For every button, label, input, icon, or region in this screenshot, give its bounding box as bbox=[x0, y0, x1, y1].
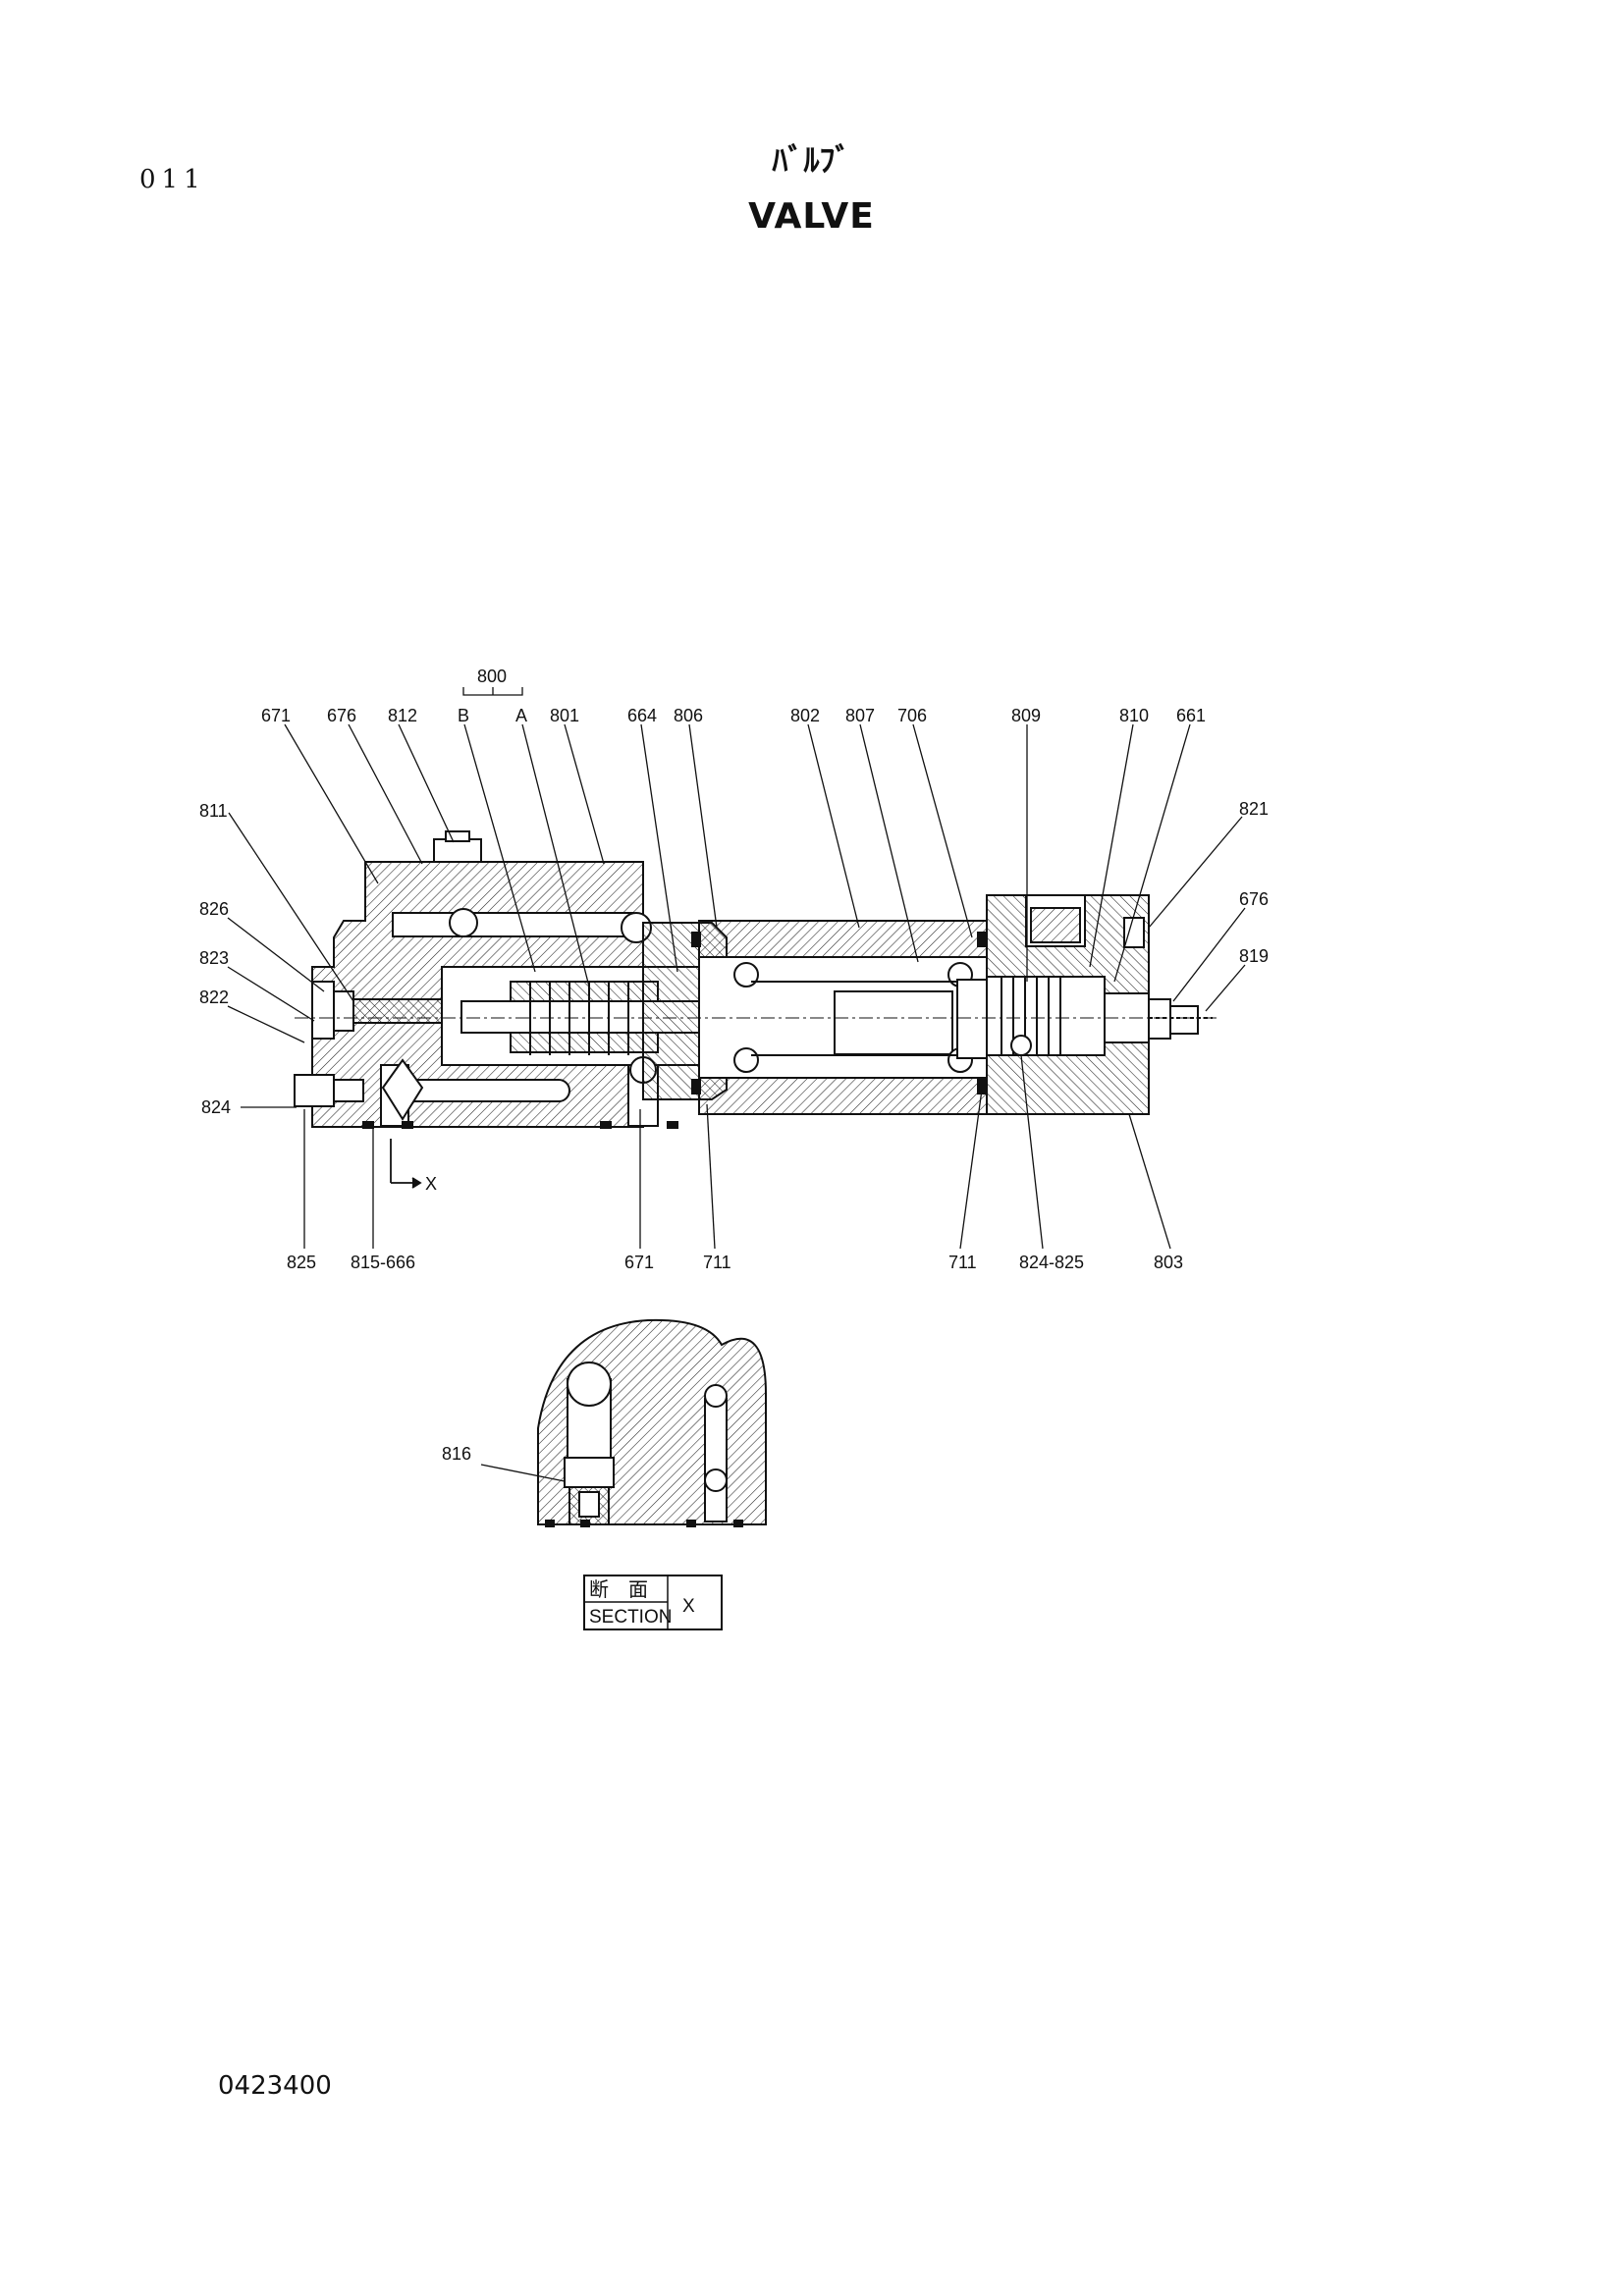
label-821: 821 bbox=[1239, 799, 1269, 819]
label-824-825: 824-825 bbox=[1019, 1253, 1084, 1272]
leader-lines bbox=[227, 687, 1246, 1483]
label-800: 800 bbox=[477, 667, 507, 686]
part-labels: 800 B A 671 676 812 801 664 806 802 807 … bbox=[199, 667, 1269, 1464]
label-801: 801 bbox=[550, 706, 579, 725]
label-803: 803 bbox=[1154, 1253, 1183, 1272]
label-810: 810 bbox=[1119, 706, 1149, 725]
label-826: 826 bbox=[199, 899, 229, 919]
label-816: 816 bbox=[442, 1444, 471, 1464]
section-mark: X bbox=[682, 1596, 695, 1617]
section-arrow bbox=[390, 1139, 422, 1189]
label-711-left: 711 bbox=[703, 1253, 731, 1272]
label-671-bottom: 671 bbox=[624, 1253, 654, 1272]
title-japanese: ﾊﾞﾙﾌﾞ bbox=[772, 141, 851, 179]
valve-cross-section bbox=[294, 830, 1217, 1129]
label-671-top: 671 bbox=[261, 706, 291, 725]
title-english: VALVE bbox=[748, 196, 875, 237]
piston-807 bbox=[733, 962, 988, 1073]
label-706: 706 bbox=[897, 706, 927, 725]
label-806: 806 bbox=[674, 706, 703, 725]
poppet-809 bbox=[1001, 977, 1061, 1056]
section-box: 断 面 SECTION X bbox=[583, 1575, 723, 1630]
left-end-plugs bbox=[294, 981, 443, 1107]
label-802: 802 bbox=[790, 706, 820, 725]
label-port-b: B bbox=[458, 706, 469, 725]
label-676-right: 676 bbox=[1239, 889, 1269, 909]
label-port-a: A bbox=[515, 706, 527, 725]
label-822: 822 bbox=[199, 988, 229, 1007]
label-819: 819 bbox=[1239, 946, 1269, 966]
page-number: 011 bbox=[139, 165, 206, 194]
label-661: 661 bbox=[1176, 706, 1206, 725]
section-x-detail bbox=[537, 1318, 767, 1527]
label-664: 664 bbox=[627, 706, 657, 725]
label-823: 823 bbox=[199, 948, 229, 968]
label-807: 807 bbox=[845, 706, 875, 725]
section-label-en: SECTION bbox=[589, 1607, 672, 1628]
label-809: 809 bbox=[1011, 706, 1041, 725]
label-711-right: 711 bbox=[948, 1253, 977, 1272]
section-label-jp: 断 面 bbox=[589, 1577, 648, 1601]
top-plug-812 bbox=[433, 838, 482, 863]
label-676-top: 676 bbox=[327, 706, 356, 725]
label-812: 812 bbox=[388, 706, 417, 725]
label-825: 825 bbox=[287, 1253, 316, 1272]
label-824: 824 bbox=[201, 1097, 231, 1117]
document-code: 0423400 bbox=[218, 2071, 332, 2101]
tube-802 bbox=[698, 920, 988, 958]
label-811: 811 bbox=[199, 801, 228, 821]
label-815-666: 815-666 bbox=[351, 1253, 415, 1272]
label-x: X bbox=[425, 1174, 437, 1194]
